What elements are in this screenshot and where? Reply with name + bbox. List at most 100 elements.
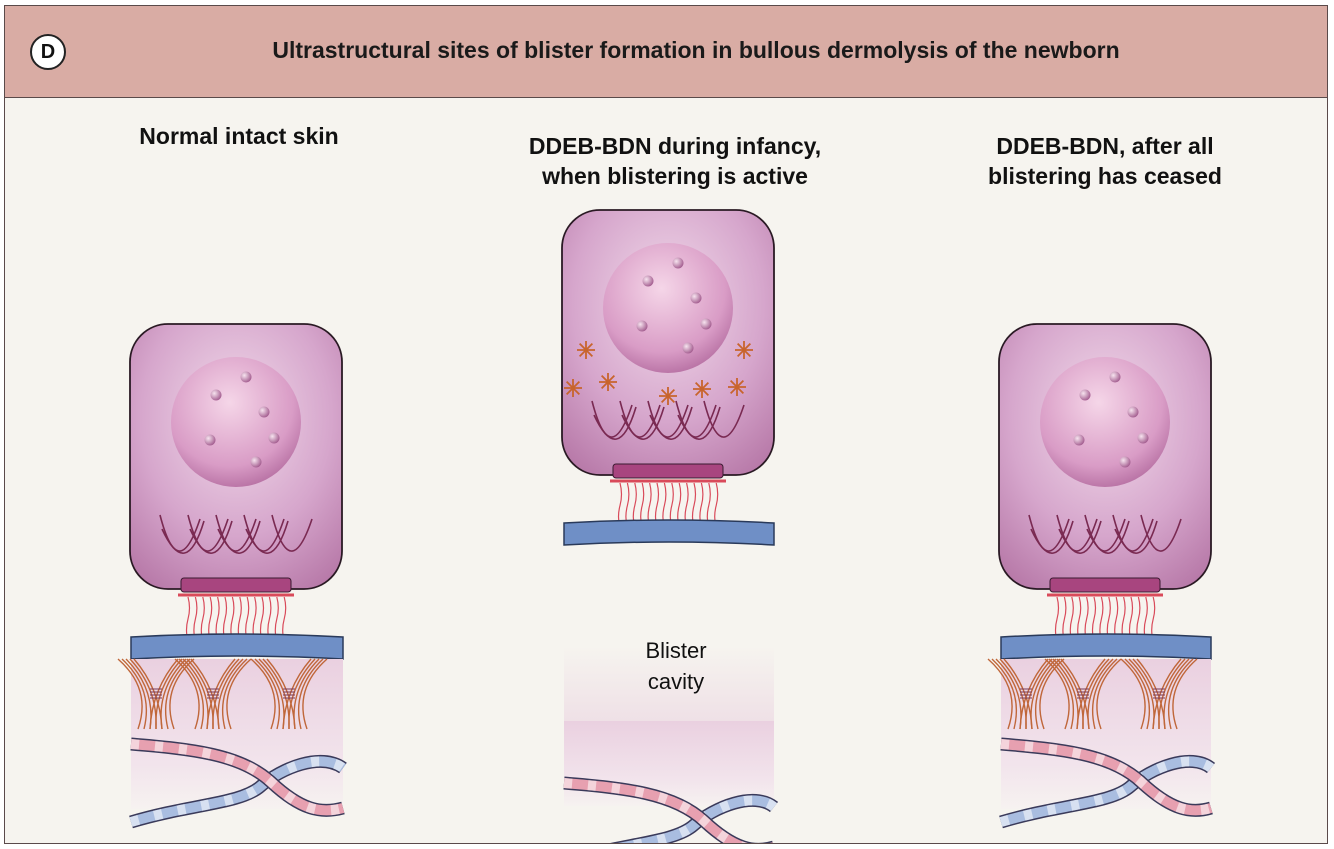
keratin-loop bbox=[1028, 514, 1070, 552]
anchoring-fibril bbox=[169, 658, 195, 730]
abnormal-collagen-granule bbox=[728, 378, 746, 396]
nucleolus-granule bbox=[1119, 456, 1131, 468]
keratin-loop bbox=[1056, 514, 1098, 552]
anchoring-fibril bbox=[995, 658, 1022, 730]
anchoring-fibril bbox=[221, 658, 248, 730]
basement-membrane bbox=[1000, 633, 1212, 660]
nucleolus-granule bbox=[690, 292, 702, 304]
panel-title-ceased: DDEB-BDN, after all blistering has cease… bbox=[925, 131, 1285, 191]
nucleolus-granule bbox=[240, 371, 252, 383]
nucleolus-granule bbox=[268, 432, 280, 444]
papillary-dermis bbox=[1001, 659, 1211, 809]
anchoring-fibril bbox=[182, 658, 209, 730]
keratin-loop bbox=[1112, 514, 1154, 552]
keratin-loop bbox=[619, 400, 661, 438]
anchoring-fibril bbox=[1052, 658, 1079, 730]
keratin-loop bbox=[1140, 514, 1182, 552]
panel-title-line: when blistering is active bbox=[542, 163, 808, 189]
panel-ceased bbox=[987, 323, 1216, 829]
anchoring-fibril bbox=[991, 658, 1018, 730]
keratin-filaments bbox=[591, 400, 745, 440]
keratin-loop bbox=[217, 520, 261, 554]
nucleolus-granule bbox=[210, 389, 222, 401]
granule-ray bbox=[600, 374, 616, 390]
nucleolus-granule bbox=[1137, 432, 1149, 444]
keratin-loop bbox=[215, 514, 257, 552]
anchoring-fibrils bbox=[987, 658, 1198, 730]
keratin-loop bbox=[243, 514, 285, 552]
nucleolus-granule bbox=[204, 434, 216, 446]
keratin-loop bbox=[271, 514, 313, 552]
anchoring-fibril bbox=[164, 658, 191, 730]
hemidesmosome-plaque bbox=[180, 577, 292, 593]
abnormal-collagen-granule bbox=[693, 380, 711, 398]
granule-ray bbox=[736, 342, 752, 358]
keratin-loop bbox=[593, 406, 637, 440]
cavity-label-line: Blister bbox=[645, 638, 707, 663]
nucleus bbox=[603, 243, 733, 373]
anchoring-fibril bbox=[258, 658, 285, 730]
collagen-fiber bbox=[563, 778, 773, 843]
anchoring-fibril bbox=[1039, 658, 1065, 730]
collagen-fiber bbox=[130, 739, 345, 816]
anchoring-fibril bbox=[125, 658, 152, 730]
anchoring-fibril bbox=[1167, 658, 1194, 730]
anchoring-fibril bbox=[250, 658, 276, 730]
keratin-loop bbox=[187, 514, 229, 552]
nucleolus-granule bbox=[250, 456, 262, 468]
panel-title-normal: Normal intact skin bbox=[89, 121, 389, 151]
anchoring-fibril bbox=[1096, 658, 1122, 730]
keratin-loop bbox=[1086, 520, 1130, 554]
anchoring-fibril bbox=[1172, 658, 1198, 730]
nucleus bbox=[1040, 357, 1170, 487]
cavity-label-line: cavity bbox=[647, 669, 705, 694]
anchoring-fibril bbox=[1120, 658, 1146, 730]
keratin-loop bbox=[675, 400, 717, 438]
anchoring-fibril bbox=[1048, 658, 1075, 730]
granule-ray bbox=[578, 342, 594, 358]
keratin-loop bbox=[189, 520, 233, 554]
anchoring-fibril bbox=[1034, 658, 1061, 730]
abnormal-collagen-granule bbox=[659, 387, 677, 405]
abnormal-collagen-granule bbox=[577, 341, 595, 359]
collagen-fiber-banding bbox=[617, 795, 778, 843]
anchoring-fibril bbox=[297, 658, 324, 730]
keratin-loop bbox=[1030, 520, 1074, 554]
figure-frame: D Ultrastructural sites of blister forma… bbox=[4, 5, 1328, 844]
keratin-loop bbox=[161, 520, 205, 554]
keratin-loop bbox=[1084, 514, 1126, 552]
panel-title-line: DDEB-BDN during infancy, bbox=[528, 133, 822, 159]
papillary-dermis bbox=[564, 721, 774, 806]
basement-membrane bbox=[563, 519, 775, 546]
keratin-filaments bbox=[159, 514, 313, 554]
anchoring-fibril bbox=[302, 658, 328, 730]
keratin-loop bbox=[677, 406, 721, 440]
nucleolus-granule bbox=[636, 320, 648, 332]
nucleus bbox=[171, 357, 301, 487]
hemidesmosome-plaque bbox=[1049, 577, 1161, 593]
nucleolus-granule bbox=[1127, 406, 1139, 418]
collagen-fiber bbox=[1000, 739, 1213, 816]
anchoring-fibril bbox=[117, 658, 143, 730]
nucleolus-granule bbox=[700, 318, 712, 330]
anchoring-fibril bbox=[254, 658, 281, 730]
keratin-loop bbox=[591, 400, 633, 438]
granule-ray bbox=[660, 388, 676, 404]
skin-diagram-art bbox=[117, 209, 1216, 843]
keratin-loop bbox=[703, 400, 745, 438]
figure-header: D Ultrastructural sites of blister forma… bbox=[5, 6, 1327, 98]
hemidesmosome-plaque bbox=[612, 463, 724, 479]
keratin-loop bbox=[245, 520, 289, 554]
panel-title-active: DDEB-BDN during infancy, when blistering… bbox=[475, 131, 875, 191]
anchoring-fibril bbox=[226, 658, 252, 730]
keratin-loop bbox=[647, 400, 689, 438]
panel-title-line: Normal intact skin bbox=[139, 123, 339, 149]
anchoring-fibril bbox=[174, 658, 200, 730]
anchoring-fibril bbox=[987, 658, 1013, 730]
keratin-loop bbox=[621, 406, 665, 440]
nucleolus-granule bbox=[258, 406, 270, 418]
keratin-loop bbox=[1114, 520, 1158, 554]
collagen-fiber-banding bbox=[999, 756, 1215, 827]
keratin-loop bbox=[159, 514, 201, 552]
nucleolus-granule bbox=[682, 342, 694, 354]
